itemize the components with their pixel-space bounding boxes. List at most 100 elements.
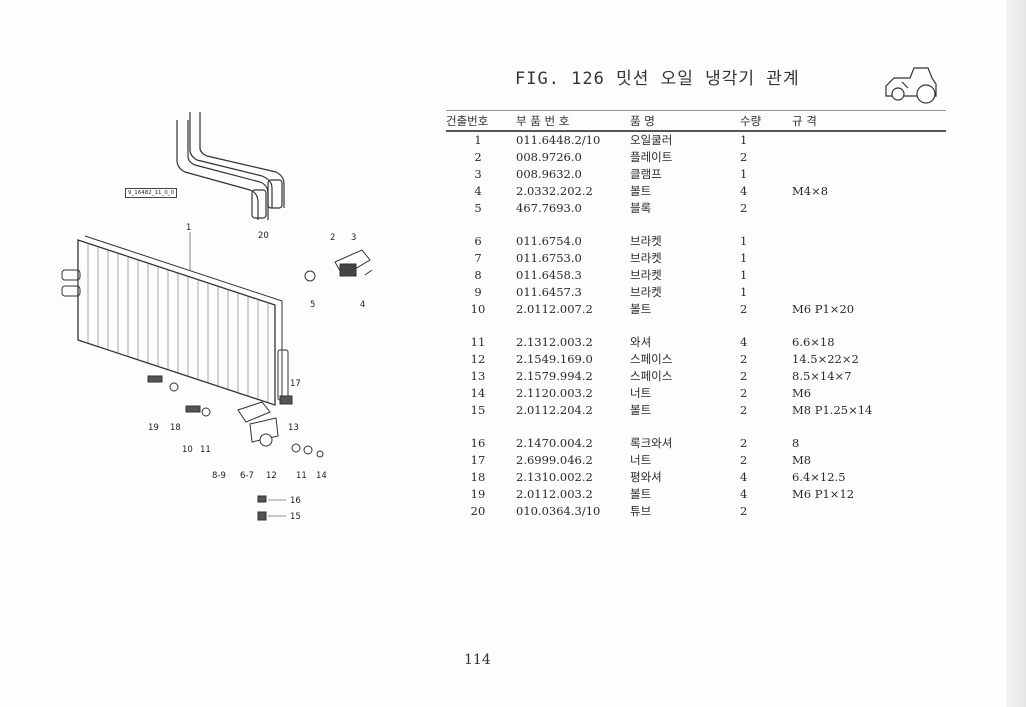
callout-text: 20 <box>258 231 269 241</box>
cell-name: 플레이트 <box>630 150 673 164</box>
cell-part-no: 2.1549.169.0 <box>516 352 593 366</box>
cell-name: 너트 <box>630 453 652 467</box>
cell-spec <box>792 166 946 183</box>
cell-ref: 8 <box>474 268 482 282</box>
cell-name: 브라켓 <box>630 234 662 248</box>
spacer-cell <box>446 217 946 233</box>
cell-spec: M8 <box>792 453 812 467</box>
callout-text: 15 <box>290 512 301 522</box>
cell-name: 와셔 <box>630 335 652 349</box>
cell-qty: 4 <box>740 184 748 198</box>
fasteners-drawing <box>147 375 324 521</box>
cell-part-no: 2.0112.007.2 <box>516 302 593 316</box>
cell-spec <box>792 503 946 520</box>
cell-ref: 13 <box>470 369 486 383</box>
spacer-cell <box>446 419 946 435</box>
page-edge-shadow <box>1006 0 1026 707</box>
cell-spec: 8.5×14×7 <box>792 369 852 383</box>
cell-part-no: 011.6754.0 <box>516 234 582 248</box>
cell-name: 볼트 <box>630 403 652 417</box>
cell-part-no: 2.1120.003.2 <box>516 386 593 400</box>
cell-name: 브라켓 <box>630 285 662 299</box>
spacer-cell <box>446 318 946 334</box>
cell-ref: 9 <box>474 285 482 299</box>
cell-spec: 6.4×12.5 <box>792 470 846 484</box>
cell-qty: 1 <box>740 133 748 147</box>
cell-ref: 20 <box>470 504 486 518</box>
page-number: 114 <box>464 652 491 668</box>
cell-spec: 6.6×18 <box>792 335 835 349</box>
cell-part-no: 2.0332.202.2 <box>516 184 593 198</box>
exploded-parts-diagram: 20 1 <box>61 112 373 522</box>
figure-title: FIG. 126 밋션 오일 냉각기 관계 <box>515 69 800 89</box>
callout-text: 16 <box>290 496 301 506</box>
cell-ref: 5 <box>474 201 482 215</box>
cell-ref: 1 <box>474 133 482 147</box>
cell-name: 록크와셔 <box>630 436 673 450</box>
cell-ref: 16 <box>470 436 486 450</box>
cell-spec: M4×8 <box>792 184 829 198</box>
cell-spec: M6 P1×12 <box>792 487 855 501</box>
cell-part-no: 008.9632.0 <box>516 167 582 181</box>
cell-ref: 19 <box>470 487 486 501</box>
cell-part-no: 2.1312.003.2 <box>516 335 593 349</box>
cell-qty: 2 <box>740 386 748 400</box>
cell-qty: 4 <box>740 487 748 501</box>
callout-text: 11 <box>200 445 211 455</box>
cell-qty: 2 <box>740 453 748 467</box>
cell-ref: 2 <box>474 150 482 164</box>
cell-part-no: 2.1470.004.2 <box>516 436 593 450</box>
cell-spec <box>792 284 946 301</box>
cell-name: 볼트 <box>630 487 652 501</box>
cell-part-no: 008.9726.0 <box>516 150 582 164</box>
callout-text: 19 <box>148 423 159 433</box>
plate-clamp-drawing <box>304 249 373 282</box>
cell-part-no: 010.0364.3/10 <box>516 504 601 518</box>
cell-spec: M6 P1×20 <box>792 302 855 316</box>
cell-ref: 15 <box>470 403 486 417</box>
cell-qty: 2 <box>740 369 748 383</box>
cell-spec <box>792 149 946 166</box>
drawing-code: 9_16482_11_0_0 <box>125 188 177 198</box>
cell-name: 튜브 <box>630 504 652 518</box>
callout-text: 6-7 <box>240 471 254 481</box>
cell-name: 스페이스 <box>630 352 673 366</box>
cell-name: 오일쿨러 <box>630 133 673 147</box>
group-spacer <box>446 318 946 334</box>
cell-qty: 2 <box>740 352 748 366</box>
header-part-name: 품 명 <box>630 110 740 132</box>
tractor-icon <box>885 67 937 104</box>
cell-part-no: 2.0112.204.2 <box>516 403 593 417</box>
cell-ref: 12 <box>470 352 486 366</box>
header-qty: 수량 <box>740 110 792 132</box>
header-part-number: 부 품 번 호 <box>510 110 630 132</box>
cell-spec <box>792 250 946 267</box>
cell-ref: 10 <box>470 302 486 316</box>
callout-text: 10 <box>182 445 193 455</box>
cell-part-no: 011.6458.3 <box>516 268 582 282</box>
callout-text: 1 <box>186 223 191 233</box>
header-ref: 건출번호 <box>446 110 510 132</box>
cell-qty: 1 <box>740 251 748 265</box>
cell-qty: 1 <box>740 285 748 299</box>
cell-qty: 2 <box>740 436 748 450</box>
cell-qty: 2 <box>740 403 748 417</box>
cell-name: 클램프 <box>630 167 662 181</box>
